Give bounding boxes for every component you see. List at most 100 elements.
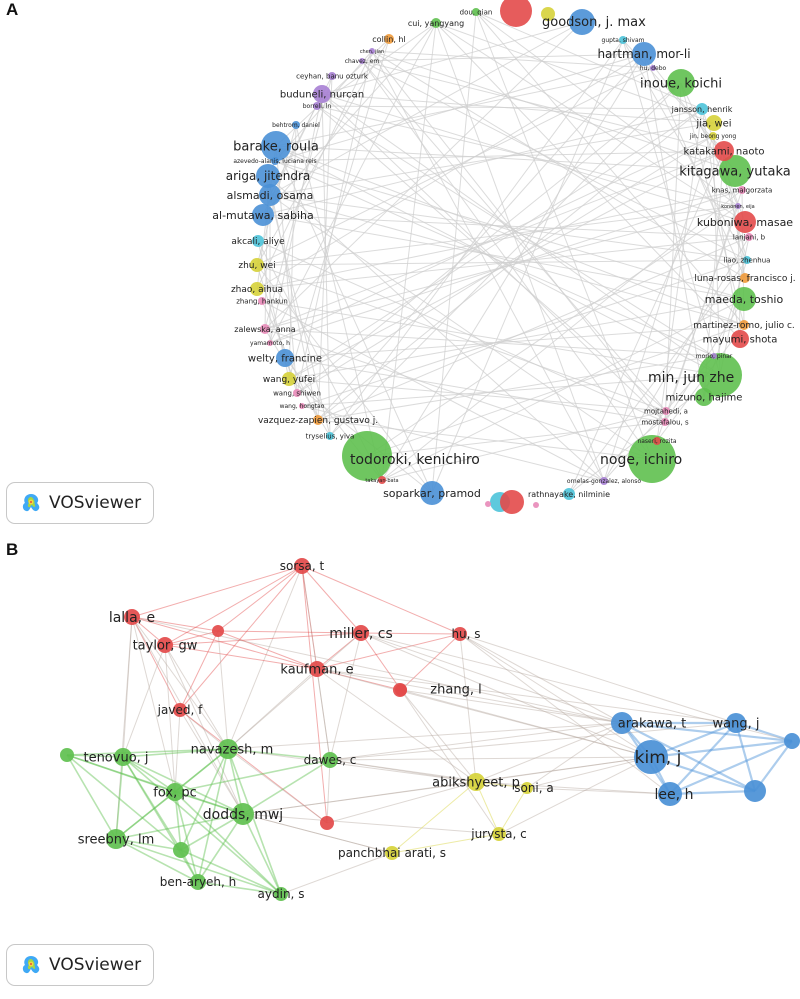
author-node-unlabeled-28[interactable] (784, 733, 800, 749)
author-node-lanjani-b[interactable] (745, 233, 753, 241)
author-node-ariga-jitendra[interactable] (256, 164, 280, 188)
author-node-dodds-mwj[interactable] (232, 803, 254, 825)
author-node-ornelas-gonzalez-alonso[interactable] (600, 477, 608, 485)
author-node-jin-beong-yong[interactable] (709, 132, 717, 140)
author-node-javed-f[interactable] (173, 703, 187, 717)
author-node-luna-rosas-francisco-j[interactable] (740, 273, 750, 283)
author-node-mojtahedi-a[interactable] (662, 407, 670, 415)
author-node-unlabeled-11[interactable] (60, 748, 74, 762)
author-node-naseri-rozita[interactable] (653, 437, 661, 445)
author-node-unlabeled-3[interactable] (212, 625, 224, 637)
author-node-inoue-koichi[interactable] (667, 69, 695, 97)
author-node[interactable] (500, 0, 532, 27)
author-node-ben-aryeh-h[interactable] (190, 874, 206, 890)
author-node-lalla-e[interactable] (124, 609, 140, 625)
author-node-liao-zhenhua[interactable] (743, 256, 751, 264)
author-node-yamamoto-h[interactable] (267, 340, 273, 346)
author-node-hu-debo[interactable] (650, 65, 656, 71)
network-edge (179, 565, 303, 711)
author-node-sreebny-lm[interactable] (106, 829, 126, 849)
author-node-dawes-c[interactable] (322, 752, 338, 768)
author-node-takayan-bata[interactable] (378, 476, 386, 484)
author-node[interactable] (500, 490, 524, 514)
author-node-maeda-toshio[interactable] (732, 287, 756, 311)
author-node-akcali-aliye[interactable] (252, 235, 264, 247)
author-node-collin-hl[interactable] (384, 34, 394, 44)
author-node-aydin-s[interactable] (274, 887, 288, 901)
author-node-kim-j[interactable] (634, 740, 668, 774)
author-node-min-jun-zhe[interactable] (698, 353, 742, 397)
author-node-kuboniwa-masae[interactable] (734, 211, 756, 233)
author-node-gupta-shivam[interactable] (619, 36, 627, 44)
author-node-vazquez-zapien-gustavo-j[interactable] (313, 415, 323, 425)
author-node-kononen-eija[interactable] (735, 203, 741, 209)
author-label-lalla-e: lalla, e (109, 610, 155, 626)
author-node-panchbhai-arati-s[interactable] (385, 846, 399, 860)
author-node-wang-hongtao[interactable] (299, 403, 305, 409)
author-node-unlabeled-30[interactable] (744, 780, 766, 802)
author-node-zhao-aihua[interactable] (250, 282, 264, 296)
author-node-soni-a[interactable] (521, 782, 533, 794)
author-node-tryselius-yiva[interactable] (326, 432, 334, 440)
network-edge (274, 160, 745, 300)
author-node-zhang-hankun[interactable] (258, 297, 266, 305)
author-node-martinez-romo-julio-c[interactable] (739, 320, 749, 330)
author-node-hartman-mor-li[interactable] (632, 42, 656, 66)
author-node-wang-j[interactable] (726, 713, 746, 733)
author-node-mostafalou-s[interactable] (661, 418, 669, 426)
author-node-miller-cs[interactable] (353, 625, 369, 641)
author-node-katakami-naoto[interactable] (714, 141, 734, 161)
author-node-hu-s[interactable] (453, 627, 467, 641)
author-node-tenovuo-j[interactable] (114, 748, 132, 766)
author-node-jia-wei[interactable] (706, 115, 722, 131)
author-node-kitagawa-yutaka[interactable] (719, 155, 751, 187)
author-node-fox-pc[interactable] (166, 783, 184, 801)
author-node-wang-shiwen[interactable] (293, 389, 301, 397)
author-node-noge-ichiro[interactable] (628, 435, 676, 483)
author-node-jansson-henrik[interactable] (696, 103, 708, 115)
author-node-alsmadi-osama[interactable] (259, 184, 281, 206)
author-node-zalewska-anna[interactable] (260, 324, 270, 334)
author-node-chen-jian[interactable] (369, 48, 375, 54)
author-node-buduneli-nurcan[interactable] (313, 85, 331, 103)
author-node-behtrom-daniel[interactable] (292, 121, 300, 129)
author-node-lee-h[interactable] (658, 782, 682, 806)
author-node-wang-yufei[interactable] (282, 372, 296, 386)
author-node-cui-yangyang[interactable] (431, 18, 441, 28)
author-node-sorsa-t[interactable] (294, 558, 310, 574)
author-node-knas-malgorzata[interactable] (738, 186, 746, 194)
author-node-welty-francine[interactable] (276, 349, 294, 367)
author-node-arakawa-t[interactable] (611, 712, 633, 734)
author-node-ceyhan-banu-ozturk[interactable] (328, 72, 336, 80)
author-node-soparkar-pramod[interactable] (420, 481, 444, 505)
author-node-azevedo-alanis-luciana-reis[interactable] (271, 157, 279, 165)
author-node-unlabeled-24[interactable] (320, 816, 334, 830)
author-node-taylor-gw[interactable] (157, 637, 173, 653)
author-node-unlabeled-17[interactable] (173, 842, 189, 858)
author-label-jin-beong-yong: jin, beong yong (689, 133, 737, 140)
author-node-goodson-j-max[interactable] (569, 9, 595, 35)
author-node-barake-roula[interactable] (261, 131, 291, 161)
author-node-kaufman-e[interactable] (309, 661, 325, 677)
author-node[interactable] (541, 7, 555, 21)
author-node-todoroki-kenichiro[interactable] (342, 431, 392, 481)
author-node-unlabeled-9[interactable] (393, 683, 407, 697)
author-node-mayumi-shota[interactable] (731, 330, 749, 348)
author-node[interactable] (533, 502, 539, 508)
author-node-jurysta-c[interactable] (492, 827, 506, 841)
author-node-chavez-em[interactable] (359, 58, 365, 64)
author-node[interactable] (485, 501, 491, 507)
author-node-borrell-ln[interactable] (313, 102, 321, 110)
author-node-al-mutawa-sabiha[interactable] (252, 204, 274, 226)
author-node-dou-qian[interactable] (472, 8, 480, 16)
author-node-navazesh-m[interactable] (218, 739, 238, 759)
author-node-morio-pinar[interactable] (711, 353, 717, 359)
author-node-zhu-wei[interactable] (250, 258, 264, 272)
network-edge (361, 60, 748, 261)
network-edge (475, 781, 671, 795)
author-node-abikshyeet-p[interactable] (467, 773, 485, 791)
author-node-rathnayake-nilminie[interactable] (563, 488, 575, 500)
